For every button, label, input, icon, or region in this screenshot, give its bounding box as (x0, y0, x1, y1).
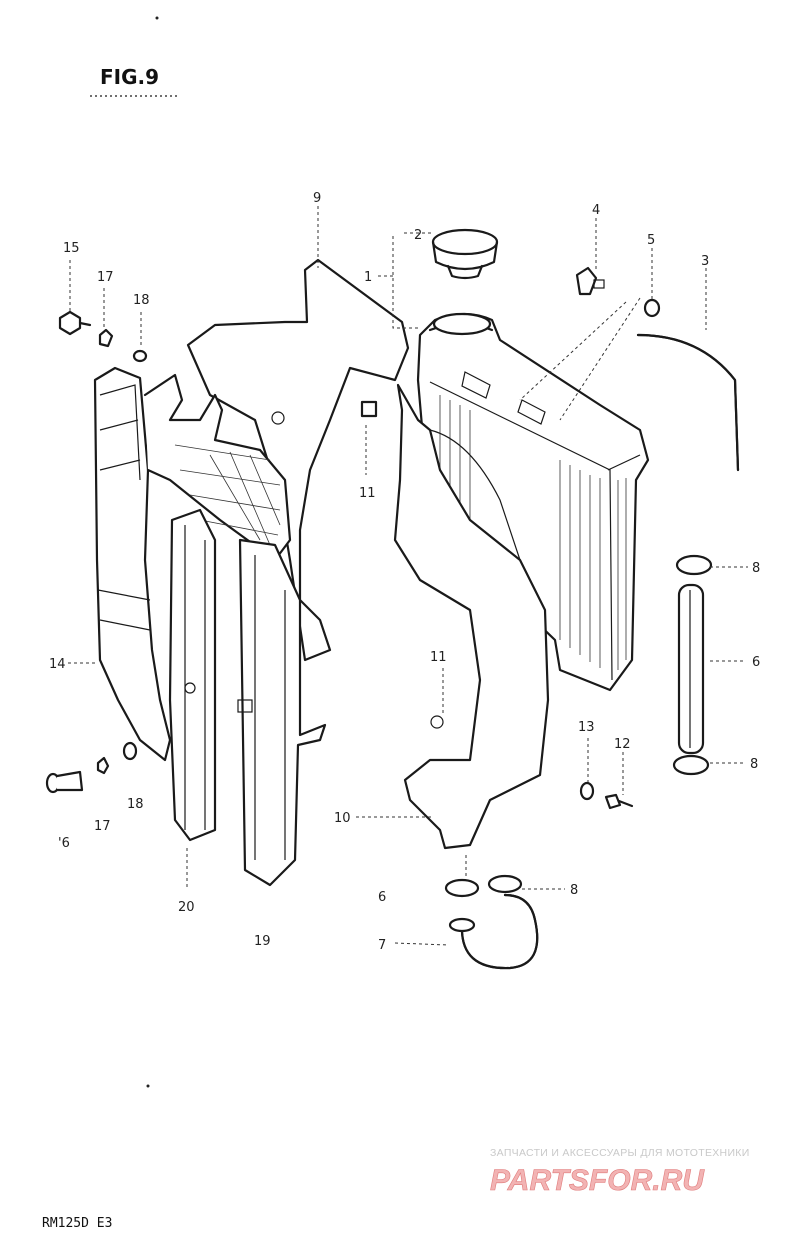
louver-guard-20[interactable] (168, 508, 217, 842)
bolt-16[interactable] (45, 770, 84, 794)
collar-17-bottom[interactable] (96, 756, 110, 775)
grommet-18-bottom[interactable] (122, 741, 138, 761)
callout-2: 2 (414, 228, 422, 243)
radiator-cover-left[interactable] (360, 383, 550, 850)
print-dot (146, 1084, 150, 1088)
callout-6-lower: 6 (378, 890, 386, 905)
overflow-hose-3[interactable] (636, 333, 740, 472)
callout-11-lower: 11 (430, 650, 447, 665)
drain-plug-4[interactable] (575, 266, 605, 296)
hose-clamp-b[interactable] (487, 874, 523, 894)
callout-10: 10 (334, 811, 351, 826)
callout-16: '6 (58, 836, 70, 851)
side-cover-grille[interactable] (93, 366, 292, 762)
watermark-tagline: ЗАПЧАСТИ И АКСЕССУАРЫ ДЛЯ МОТОТЕХНИКИ (490, 1147, 750, 1159)
callout-20: 20 (178, 900, 195, 915)
callout-3: 3 (701, 254, 709, 269)
radiator-hose-upper-6[interactable] (677, 583, 705, 755)
radiator-shroud[interactable] (186, 258, 410, 662)
callout-14: 14 (49, 657, 66, 672)
callout-6-upper: 6 (752, 655, 760, 670)
louver-guard-19[interactable] (237, 538, 327, 887)
washer-13[interactable] (579, 781, 595, 801)
washer-5[interactable] (643, 298, 661, 318)
model-code: RM125D E3 (42, 1216, 112, 1231)
collar-17-top[interactable] (98, 328, 114, 348)
callout-19: 19 (254, 934, 271, 949)
callout-13: 13 (578, 720, 595, 735)
callout-7: 7 (378, 938, 386, 953)
callout-4: 4 (592, 203, 600, 218)
callout-8-lower: 8 (570, 883, 578, 898)
callout-9: 9 (313, 191, 321, 206)
figure-title: FIG.9 (100, 65, 159, 89)
print-dot (155, 16, 159, 20)
hose-clamp-upper[interactable] (675, 554, 713, 576)
callout-17-top: 17 (97, 270, 114, 285)
callout-8-upper: 8 (752, 561, 760, 576)
bolt-15[interactable] (58, 310, 92, 336)
callout-15: 15 (63, 241, 80, 256)
callout-12: 12 (614, 737, 631, 752)
callout-18-bottom: 18 (127, 797, 144, 812)
callout-8-middle: 8 (750, 757, 758, 772)
callout-1: 1 (364, 270, 372, 285)
watermark-brand: PARTSFOR.RU (490, 1164, 705, 1197)
grommet-18-top[interactable] (132, 349, 148, 363)
callout-11-upper: 11 (359, 486, 376, 501)
radiator-hose-lower-7[interactable] (448, 893, 539, 970)
hose-clamp-a[interactable] (444, 878, 480, 898)
bolt-12[interactable] (604, 793, 634, 810)
hose-clamp-lower[interactable] (672, 754, 710, 776)
leader-lines (68, 206, 748, 946)
radiator-cap[interactable] (431, 228, 499, 280)
callout-18-top: 18 (133, 293, 150, 308)
callout-5: 5 (647, 233, 655, 248)
callout-17-bottom: 17 (94, 819, 111, 834)
